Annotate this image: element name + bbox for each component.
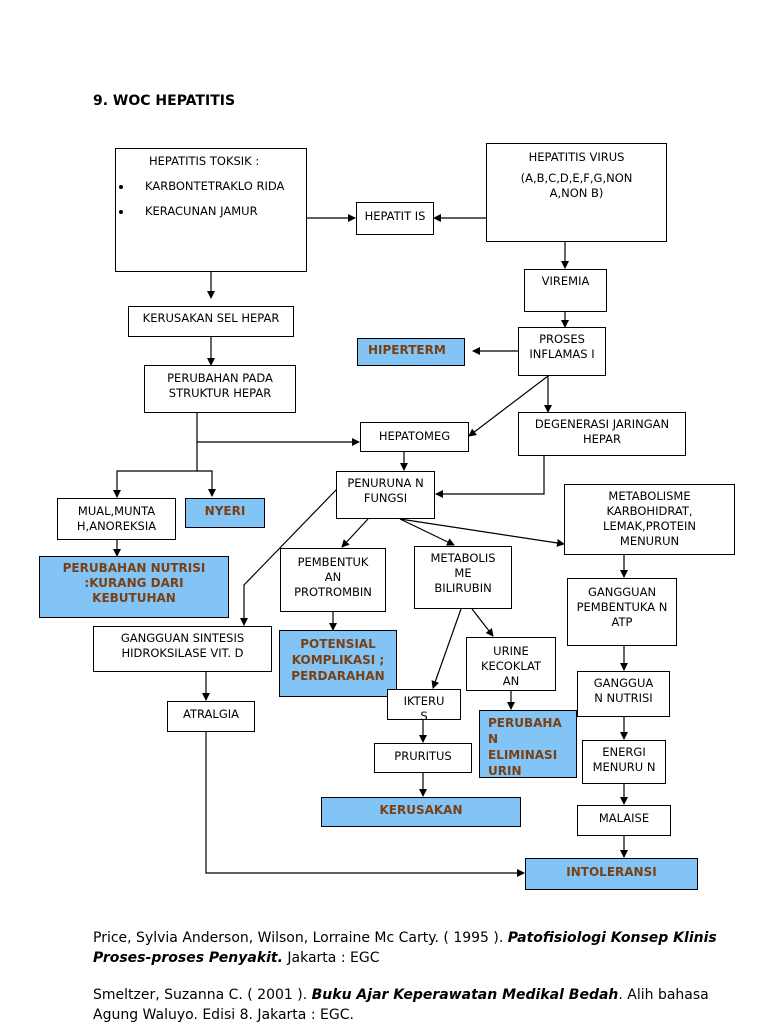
node-metabolisme-bilirubin: METABOLIS ME BILIRUBIN [414,546,512,609]
node-malaise: MALAISE [577,805,671,836]
node-perubahan-eliminasi: PERUBAHA N ELIMINASI URIN [479,710,577,778]
reference-2-title: Buku Ajar Keperawatan Medikal Bedah [311,987,619,1003]
node-perubahan-struktur: PERUBAHAN PADA STRUKTUR HEPAR [144,365,296,413]
reference-1-authors: Price, Sylvia Anderson, Wilson, Lorraine… [93,930,504,946]
node-kerusakan-sel: KERUSAKAN SEL HEPAR [128,306,294,337]
node-hepatitis-toksik-heading: HEPATITIS TOKSIK : [149,154,260,168]
node-gangguan-nutrisi: GANGGUA N NUTRISI [577,671,670,717]
arrow-penurunan-karbohidrat [399,518,565,547]
arrow-penurunan-bilirubin [399,518,455,546]
node-metabolisme-karbohidrat: METABOLISME KARBOHIDRAT, LEMAK,PROTEIN M… [564,484,735,555]
node-proses-inflamasi: PROSES INFLAMAS I [518,327,606,376]
arrow-struktur-hepatomeg [196,413,360,446]
node-gangguan-sintesis: GANGGUAN SINTESIS HIDROKSILASE VIT. D [93,626,272,672]
node-perubahan-nutrisi: PERUBAHAN NUTRISI :KURANG DARI KEBUTUHAN [39,556,229,618]
page-title: 9. WOC HEPATITIS [93,93,236,109]
arrow-inflamasi-hepatomeg [468,375,549,437]
reference-2: Smeltzer, Suzanna C. ( 2001 ). Buku Ajar… [93,985,733,1025]
node-hepatitis-virus-types: (A,B,C,D,E,F,G,NON A,NON B) [520,171,633,200]
node-hepatitis: HEPATIT IS [356,202,434,235]
reference-1-publisher: Jakarta : EGC [287,950,380,966]
node-gangguan-atp: GANGGUAN PEMBENTUKA N ATP [567,578,677,646]
reference-2-authors: Smeltzer, Suzanna C. ( 2001 ). [93,987,308,1003]
arrow-struktur-nyeri [197,470,216,497]
arrow-struktur-split [113,442,198,498]
node-potensial-komplikasi: POTENSIAL KOMPLIKASI ; PERDARAHAN [279,630,397,697]
reference-2-publisher: . Alih bahasa Agung Waluyo. Edisi 8. Jak… [93,987,709,1023]
node-hiperterm: HIPERTERM [357,338,465,366]
node-pembentukan-protrombin: PEMBENTUK AN PROTROMBIN [280,548,386,612]
node-kerusakan: KERUSAKAN [321,797,521,827]
arrow-penurunan-protrombin [341,518,369,548]
arrow-bilirubin-urine [471,608,494,637]
arrow-atralgia-intoleransi [205,732,525,877]
node-energi-menurun: ENERGI MENURU N [582,740,666,784]
toksik-item: KERACUNAN JAMUR [133,204,303,219]
arrow-bilirubin-ikterus [431,608,462,689]
arrow-penurunan-sintesis [240,488,338,626]
reference-1: Price, Sylvia Anderson, Wilson, Lorraine… [93,928,733,968]
arrow-degenerasi-penurunan [435,456,545,498]
node-viremia: VIREMIA [524,269,607,312]
node-hepatitis-toksik: HEPATITIS TOKSIK : KARBONTETRAKLO RIDA K… [115,148,307,272]
reference-1-title: Patofisiologi Konsep Klinis Proses-prose… [93,930,717,966]
node-hepatitis-virus: HEPATITIS VIRUS (A,B,C,D,E,F,G,NON A,NON… [486,143,667,242]
node-ikterus: IKTERU S [387,689,461,720]
toksik-item: KARBONTETRAKLO RIDA [133,179,303,194]
node-mual-muntah: MUAL,MUNTA H,ANOREKSIA [57,498,176,540]
node-hepatomegali: HEPATOMEG [360,422,469,452]
node-intoleransi: INTOLERANSI [525,858,698,890]
node-degenerasi: DEGENERASI JARINGAN HEPAR [518,412,686,456]
node-nyeri: NYERI [185,498,265,528]
node-pruritus: PRURITUS [374,743,472,773]
node-atralgia: ATRALGIA [167,701,255,732]
node-hepatitis-virus-heading: HEPATITIS VIRUS [528,150,625,164]
node-urine-kecoklatan: URINE KECOKLAT AN [466,637,556,691]
node-penurunan-fungsi: PENURUNA N FUNGSI [336,471,435,519]
